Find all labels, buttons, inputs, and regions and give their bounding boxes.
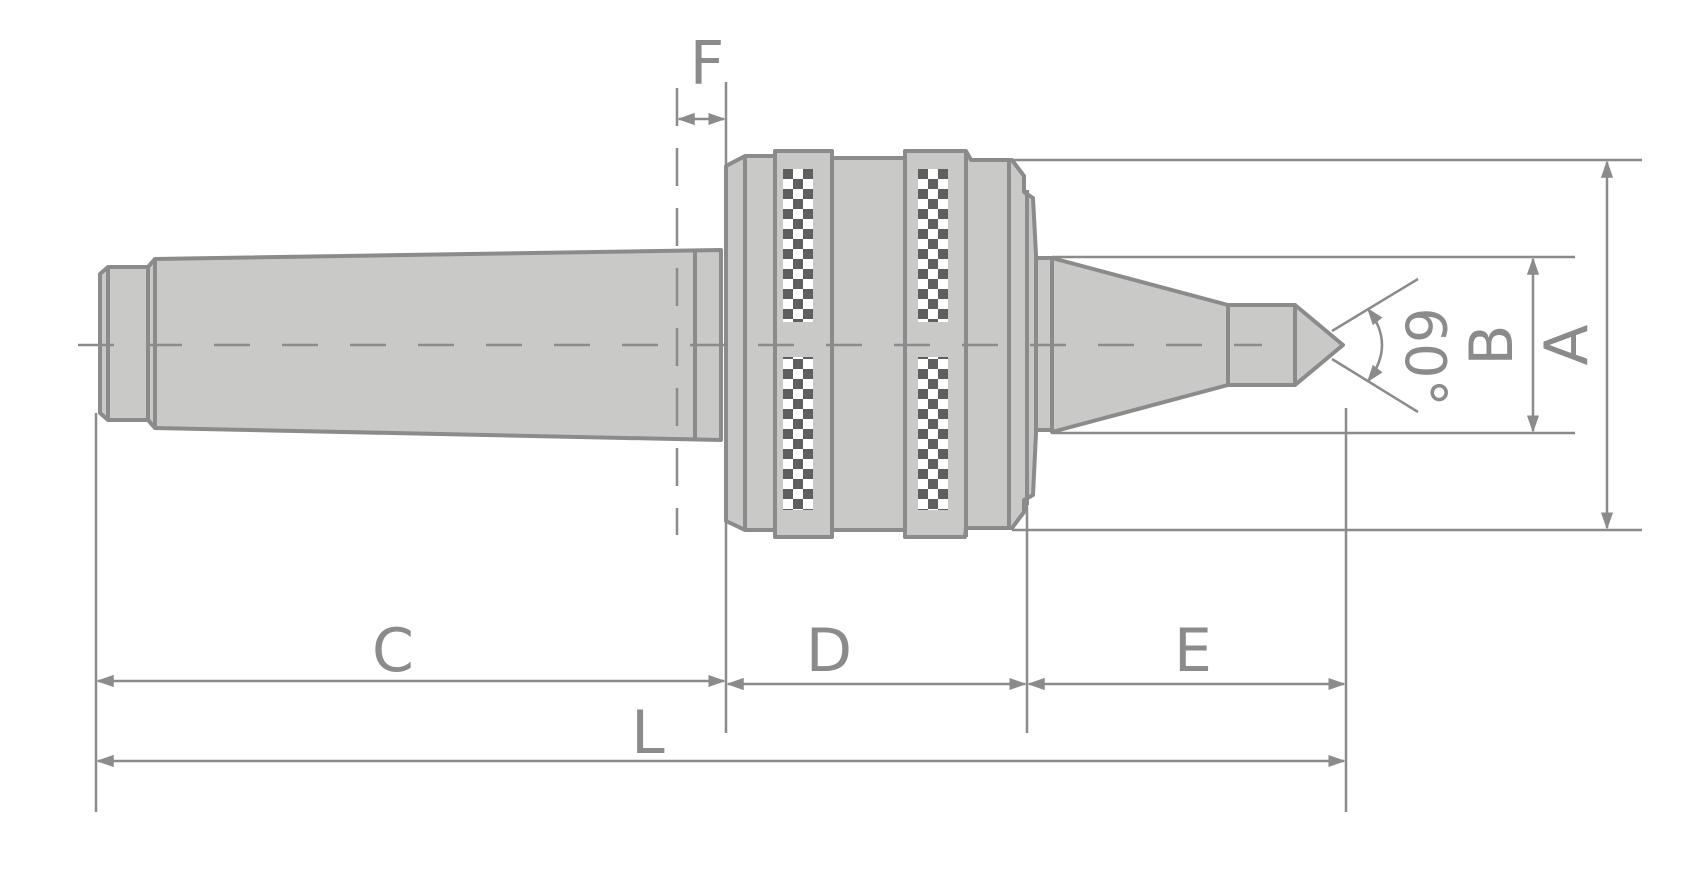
label-L: L	[631, 698, 665, 768]
angle-arc	[1366, 307, 1384, 383]
label-F: F	[690, 29, 725, 99]
label-A: A	[1532, 324, 1602, 365]
tang-end	[98, 265, 150, 422]
label-E: E	[1174, 616, 1212, 686]
knurl-band-2	[918, 169, 948, 510]
label-D: D	[806, 616, 852, 686]
label-angle: 60°	[1392, 307, 1457, 406]
center-point-tip	[1293, 303, 1345, 387]
extension-lines	[94, 82, 1642, 812]
label-B: B	[1457, 324, 1527, 365]
label-C: C	[372, 616, 414, 686]
knurl-band-1	[783, 169, 813, 510]
